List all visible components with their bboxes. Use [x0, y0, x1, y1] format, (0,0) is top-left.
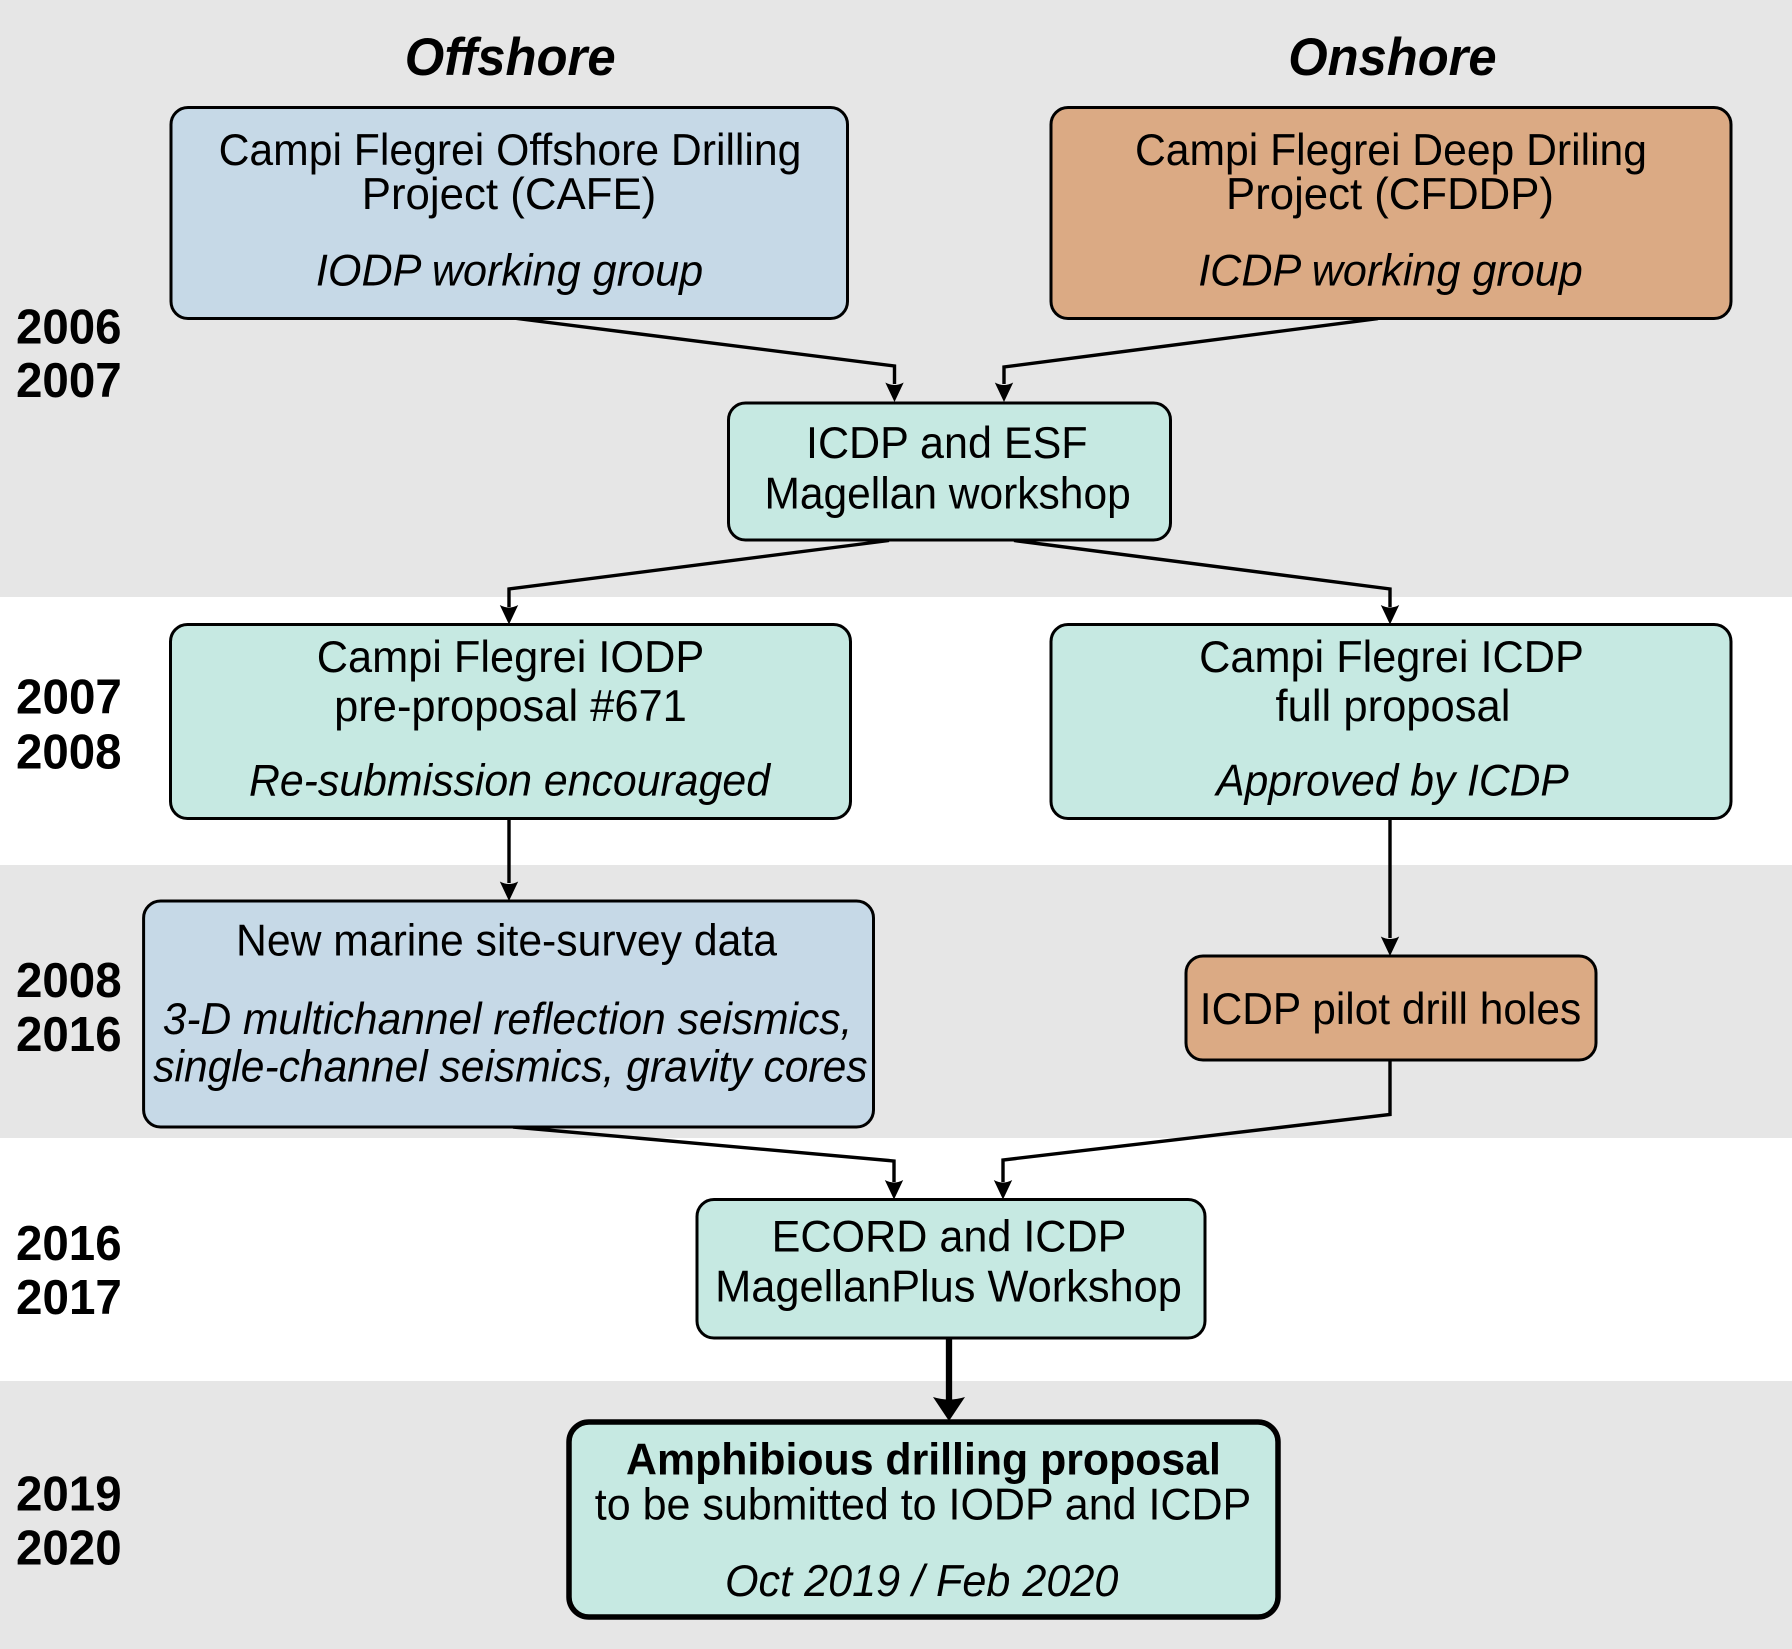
svg-text:Amphibious drilling proposal: Amphibious drilling proposal: [626, 1436, 1221, 1485]
svg-text:to be submitted to IODP and IC: to be submitted to IODP and ICDP: [595, 1481, 1251, 1530]
svg-text:Campi Flegrei ICDP: Campi Flegrei ICDP: [1199, 633, 1584, 682]
svg-text:ECORD and ICDP: ECORD and ICDP: [772, 1213, 1127, 1262]
svg-text:Project (CAFE): Project (CAFE): [362, 170, 657, 219]
svg-text:ICDP working group: ICDP working group: [1198, 247, 1583, 296]
svg-text:Onshore: Onshore: [1288, 28, 1496, 87]
svg-text:2019: 2019: [16, 1467, 122, 1522]
svg-text:Campi Flegrei Offshore Drillin: Campi Flegrei Offshore Drilling: [219, 126, 802, 175]
svg-text:Offshore: Offshore: [405, 28, 616, 87]
svg-text:2006: 2006: [16, 300, 122, 355]
svg-text:ICDP pilot drill holes: ICDP pilot drill holes: [1200, 985, 1581, 1034]
svg-text:Project (CFDDP): Project (CFDDP): [1226, 170, 1554, 219]
svg-text:2007: 2007: [16, 670, 122, 725]
svg-text:Campi Flegrei Deep Driling: Campi Flegrei Deep Driling: [1135, 126, 1647, 175]
svg-text:pre-proposal #671: pre-proposal #671: [334, 682, 687, 731]
svg-text:2017: 2017: [16, 1270, 122, 1325]
svg-text:full proposal: full proposal: [1276, 682, 1511, 731]
svg-text:2007: 2007: [16, 353, 122, 408]
svg-text:New marine site-survey data: New marine site-survey data: [236, 917, 777, 966]
svg-text:2008: 2008: [16, 953, 122, 1008]
svg-text:2020: 2020: [16, 1521, 122, 1576]
svg-text:Campi Flegrei IODP: Campi Flegrei IODP: [317, 633, 705, 682]
svg-text:2016: 2016: [16, 1007, 122, 1062]
svg-text:ICDP and ESF: ICDP and ESF: [806, 419, 1088, 468]
svg-text:Magellan workshop: Magellan workshop: [764, 470, 1130, 519]
svg-text:Re-submission encouraged: Re-submission encouraged: [249, 757, 771, 806]
svg-text:single-channel seismics, gravi: single-channel seismics, gravity cores: [153, 1043, 867, 1092]
svg-text:MagellanPlus Workshop: MagellanPlus Workshop: [715, 1263, 1182, 1312]
svg-text:Approved by ICDP: Approved by ICDP: [1213, 757, 1569, 806]
svg-text:2008: 2008: [16, 725, 122, 780]
svg-text:IODP working group: IODP working group: [316, 247, 703, 296]
svg-text:3-D multichannel reflection se: 3-D multichannel reflection seismics,: [163, 995, 853, 1044]
svg-text:Oct 2019 / Feb 2020: Oct 2019 / Feb 2020: [725, 1557, 1119, 1606]
svg-text:2016: 2016: [16, 1216, 122, 1271]
